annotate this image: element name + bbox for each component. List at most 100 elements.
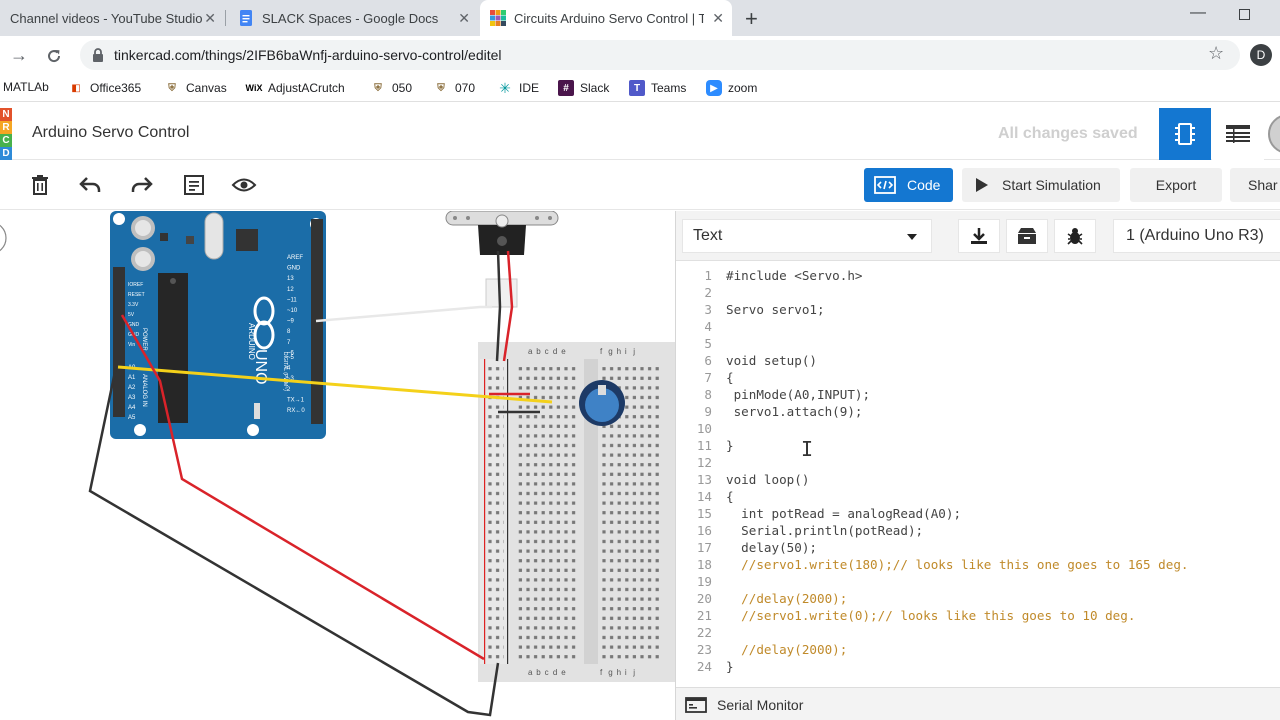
tab-google-docs[interactable]: SLACK Spaces - Google Docs ✕ [228,0,478,36]
debugger-button[interactable] [1054,219,1096,253]
bookmark-canvas[interactable]: ⛨Canvas [164,80,226,96]
analog-signal-wire-yellow[interactable] [117,365,553,404]
reload-icon[interactable] [45,47,63,65]
pin-label: 5V [128,312,135,318]
code-line[interactable]: 21 //servo1.write(0);// looks like this … [676,607,1280,624]
notes-icon[interactable] [181,172,207,198]
serial-monitor-label: Serial Monitor [717,697,804,713]
undo-icon[interactable] [78,172,104,198]
bookmark-ide[interactable]: ✳IDE [497,80,539,96]
circuit-view-button[interactable] [1159,108,1211,160]
pin-label: A2 [128,385,136,391]
signal-wire-white[interactable] [315,305,492,323]
eye-icon[interactable] [231,172,257,198]
bookmark-office365[interactable]: ◧Office365 [68,80,141,96]
bookmark-matlab[interactable]: MATLAb [3,80,49,94]
code-line[interactable]: 17 delay(50); [676,539,1280,556]
code-line[interactable]: 24} [676,658,1280,675]
close-icon[interactable]: ✕ [204,10,216,26]
restore-button[interactable] [1239,9,1250,20]
code-line[interactable]: 10 [676,420,1280,437]
code-line[interactable]: 11} [676,437,1280,454]
code-line[interactable]: 8 pinMode(A0,INPUT); [676,386,1280,403]
code-line[interactable]: 1#include <Servo.h> [676,267,1280,284]
power-wire-red[interactable] [120,314,485,661]
export-button[interactable]: Export [1130,168,1222,202]
board-dropdown[interactable]: 1 (Arduino Uno R3) [1113,219,1280,253]
bookmark-070[interactable]: ⛨070 [433,80,475,96]
tab-youtube-studio[interactable]: Channel videos - YouTube Studio ✕ [0,0,224,36]
code-line[interactable]: 16 Serial.println(potRead); [676,522,1280,539]
circuit-workplane[interactable]: ARDUINO UNO POWER ANALOG IN DIGITAL (PWM… [0,211,675,720]
line-number: 1 [704,268,712,283]
bookmark-label: 050 [392,81,413,95]
code-line[interactable]: 12 [676,454,1280,471]
office-icon: ◧ [71,82,81,94]
bookmark-zoom[interactable]: ▶zoom [706,80,757,96]
column-letter: f [600,347,603,356]
serial-monitor-bar[interactable]: Serial Monitor [676,687,1280,720]
bookmark-050[interactable]: ⛨050 [370,80,412,96]
servo-power-wire[interactable] [502,250,514,362]
close-icon[interactable]: ✕ [458,10,470,26]
minimize-button[interactable]: — [1190,4,1206,21]
libraries-button[interactable] [1006,219,1048,253]
lock-icon[interactable] [92,48,104,62]
line-text: Servo servo1; [726,302,825,317]
close-icon[interactable]: ✕ [712,10,724,26]
servo-ground-wire[interactable] [495,250,502,362]
circuit-canvas[interactable]: ARDUINO UNO POWER ANALOG IN DIGITAL (PWM… [0,211,675,720]
ground-wire-black[interactable] [88,366,500,717]
bookmark-slack[interactable]: #Slack [558,80,609,96]
code-line[interactable]: 5 [676,335,1280,352]
code-line[interactable]: 4 [676,318,1280,335]
column-letter: g [608,347,612,356]
profile-avatar[interactable]: D [1250,44,1272,66]
code-line[interactable]: 20 //delay(2000); [676,590,1280,607]
column-letter: e [561,347,566,356]
new-tab-button[interactable]: + [745,6,758,31]
star-icon[interactable]: ☆ [1208,43,1225,63]
address-bar[interactable]: tinkercad.com/things/2IFB6baWnfj-arduino… [80,40,1240,70]
code-line[interactable]: 22 [676,624,1280,641]
component-list-button[interactable] [1212,108,1264,160]
zoom-fit-control[interactable] [0,222,7,254]
redo-icon[interactable] [128,172,154,198]
code-line[interactable]: 7{ [676,369,1280,386]
trash-icon[interactable] [27,172,53,198]
line-text: } [726,438,734,453]
column-letter: c [545,668,549,677]
tab-tinkercad[interactable]: Circuits Arduino Servo Control | T ✕ [480,0,732,36]
share-button[interactable]: Shar [1230,168,1280,202]
code-line[interactable]: 23 //delay(2000); [676,641,1280,658]
servo-motor[interactable] [445,211,559,308]
code-line[interactable]: 19 [676,573,1280,590]
code-panel-header: Text 1 (Arduino Uno R3) [676,211,1280,261]
arduino-uno-board[interactable]: ARDUINO UNO POWER ANALOG IN DIGITAL (PWM… [110,211,326,439]
user-avatar[interactable] [1268,114,1280,154]
line-number: 23 [696,642,712,657]
code-mode-dropdown[interactable]: Text [682,219,932,253]
line-text: pinMode(A0,INPUT); [726,387,871,402]
code-line[interactable]: 2 [676,284,1280,301]
tinkercad-logo[interactable]: N R C D [0,108,12,160]
code-line[interactable]: 9 servo1.attach(9); [676,403,1280,420]
export-label: Export [1155,177,1197,193]
back-arrow-icon[interactable]: → [10,45,28,65]
code-line[interactable]: 14{ [676,488,1280,505]
potentiometer[interactable] [579,380,625,426]
design-title[interactable]: Arduino Servo Control [32,124,190,141]
code-line[interactable]: 15 int potRead = analogRead(A0); [676,505,1280,522]
line-text: //servo1.write(0);// looks like this goe… [726,608,1136,623]
code-line[interactable]: 18 //servo1.write(180);// looks like thi… [676,556,1280,573]
download-code-button[interactable] [958,219,1000,253]
start-simulation-button[interactable]: Start Simulation [962,168,1120,202]
code-button[interactable]: Code [864,168,953,202]
